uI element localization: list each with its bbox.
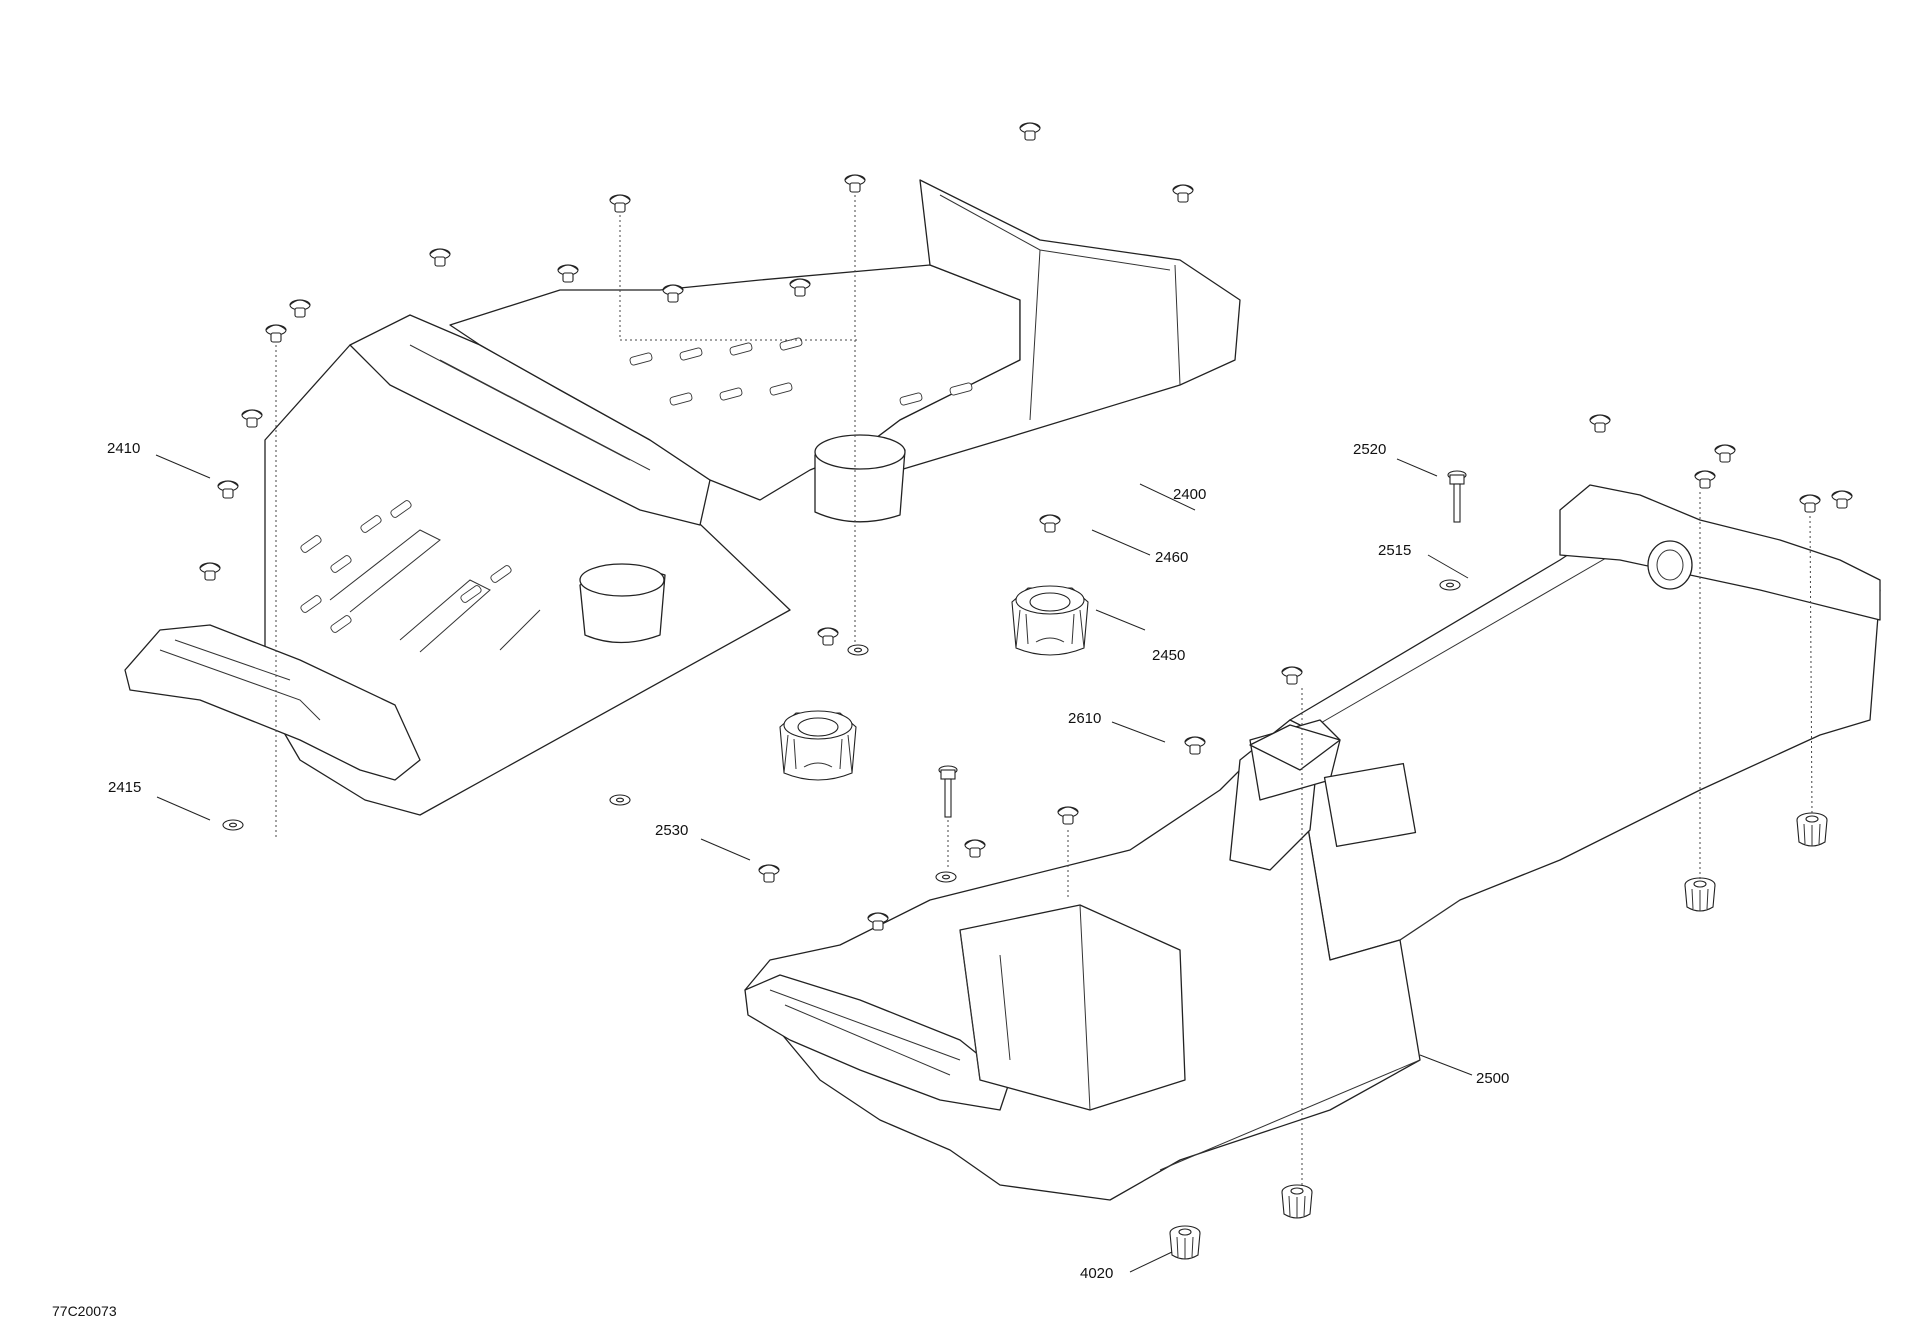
callout-2515: 2515 xyxy=(1378,542,1411,559)
assembly-lines xyxy=(275,195,1813,1190)
callout-2410: 2410 xyxy=(107,440,140,457)
callout-2450: 2450 xyxy=(1152,647,1185,664)
callout-2460: 2460 xyxy=(1155,549,1188,566)
callout-2530: 2530 xyxy=(655,822,688,839)
callout-2610: 2610 xyxy=(1068,710,1101,727)
callout-labels: 2400 2410 2415 2450 2460 2500 2515 2520 … xyxy=(52,440,1509,1319)
cup-inserts xyxy=(779,585,1089,781)
callout-2520: 2520 xyxy=(1353,441,1386,458)
callout-4020: 4020 xyxy=(1080,1265,1113,1282)
callout-2400: 2400 xyxy=(1173,486,1206,503)
rear-floor-tray xyxy=(744,484,1881,1201)
callout-2500: 2500 xyxy=(1476,1070,1509,1087)
callout-leaders xyxy=(155,454,1473,1273)
front-floor-tray xyxy=(124,179,1241,816)
callout-2415: 2415 xyxy=(108,779,141,796)
drawing-reference: 77C20073 xyxy=(52,1303,117,1319)
